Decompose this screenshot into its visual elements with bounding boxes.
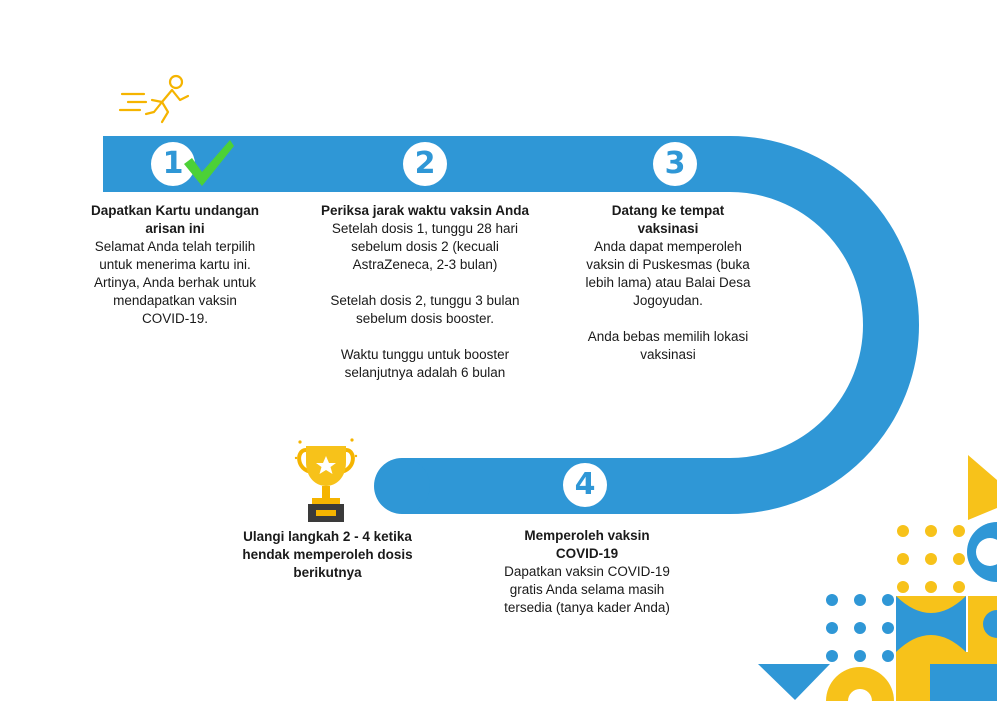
step-4-number: 4 xyxy=(563,463,607,507)
step-3: Datang ke tempat vaksinasi Anda dapat me… xyxy=(583,202,753,364)
step-2-title: Periksa jarak waktu vaksin Anda xyxy=(320,203,530,218)
step-1-title: Dapatkan Kartu undangan arisan ini xyxy=(90,203,260,236)
step-2-desc-1: Setelah dosis 1, tunggu 28 hari sebelum … xyxy=(331,221,519,272)
step-1-desc: Selamat Anda telah terpilih untuk meneri… xyxy=(93,239,257,326)
step-2-desc-3: Waktu tunggu untuk booster selanjutnya a… xyxy=(340,347,510,380)
checkmark-icon xyxy=(184,140,234,186)
step-4-desc: Dapatkan vaksin COVID-19 gratis Anda sel… xyxy=(504,564,670,615)
step-4: Memperoleh vaksin COVID-19 Dapatkan vaks… xyxy=(502,527,672,617)
step-3-title: Datang ke tempat vaksinasi xyxy=(611,203,725,236)
final-note: Ulangi langkah 2 - 4 ketika hendak mempe… xyxy=(242,529,413,580)
step-4-title: Memperoleh vaksin COVID-19 xyxy=(524,528,650,561)
step-2-desc-2: Setelah dosis 2, tunggu 3 bulan sebelum … xyxy=(330,293,520,326)
trophy-icon xyxy=(294,438,358,522)
step-3-desc-1: Anda dapat memperoleh vaksin di Puskesma… xyxy=(585,239,751,308)
step-2-number: 2 xyxy=(403,142,447,186)
step-3-desc-2: Anda bebas memilih lokasi vaksinasi xyxy=(587,329,749,362)
running-person-icon xyxy=(118,74,190,124)
step-1: Dapatkan Kartu undangan arisan ini Selam… xyxy=(90,202,260,328)
step-2: Periksa jarak waktu vaksin Anda Setelah … xyxy=(320,202,530,382)
step-3-number: 3 xyxy=(653,142,697,186)
